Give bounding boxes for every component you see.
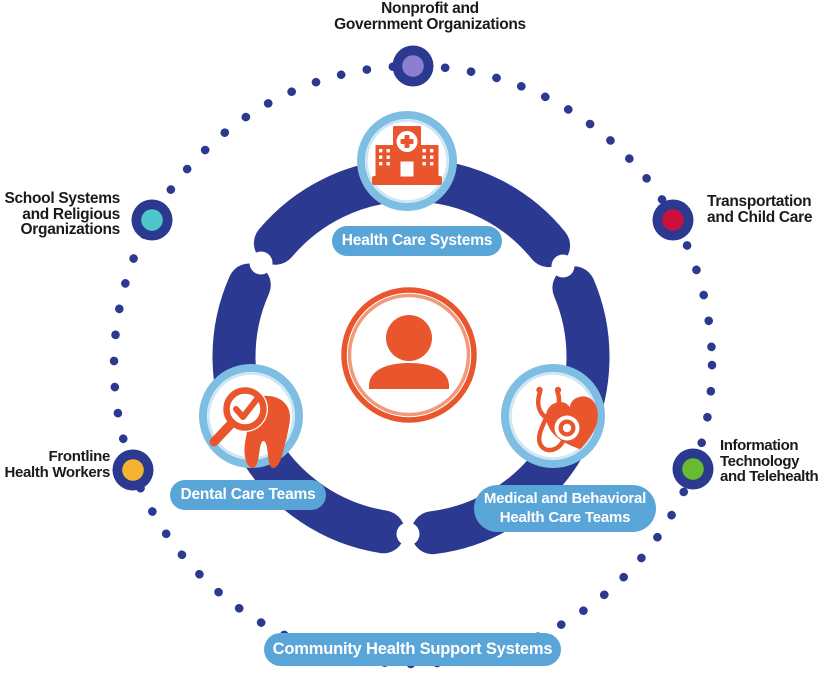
health-care-systems-inner-ring <box>365 119 449 203</box>
nonprofit-label: Nonprofit and Government Organizations <box>334 0 526 33</box>
transportation-dot <box>652 199 694 241</box>
health-care-systems-pill: Health Care Systems <box>332 226 502 256</box>
frontline-dot-core <box>122 459 144 481</box>
frontline-dot <box>112 449 154 491</box>
person-icon <box>369 315 449 389</box>
it-telehealth-dot <box>672 448 714 490</box>
health-care-systems-node <box>357 111 457 211</box>
frontline-label: Frontline Health Workers <box>4 448 110 481</box>
center-person-node <box>341 287 477 423</box>
ring-notch-bottom <box>396 522 420 546</box>
nonprofit-dot-core <box>402 55 424 77</box>
medical-behavioral-teams-pill: Medical and Behavioral Health Care Teams <box>474 485 656 532</box>
ring-notch-upper-right <box>551 254 575 278</box>
transportation-label: Transportation and Child Care <box>707 193 813 226</box>
center-circle-inner-ring <box>347 293 471 417</box>
school-label: School Systems and Religious Organizatio… <box>4 190 120 238</box>
stethoscope-heart-icon <box>535 386 598 453</box>
transportation-dot-core <box>662 209 684 231</box>
dental-care-teams-node <box>199 364 303 468</box>
school-dot <box>131 199 173 241</box>
medical-behavioral-teams-node <box>501 364 605 468</box>
community-health-support-pill: Community Health Support Systems <box>264 633 561 666</box>
nonprofit-dot <box>392 45 434 87</box>
it-telehealth-label: Information Technology and Telehealth <box>720 437 819 485</box>
it-telehealth-dot-core <box>682 458 704 480</box>
hospital-icon <box>372 126 442 185</box>
school-dot-core <box>141 209 163 231</box>
magnifier-check-tooth-icon <box>209 386 291 468</box>
ring-notch-upper-left <box>249 251 273 275</box>
dental-care-teams-pill: Dental Care Teams <box>170 480 326 510</box>
ring-joint-notches <box>249 251 575 546</box>
